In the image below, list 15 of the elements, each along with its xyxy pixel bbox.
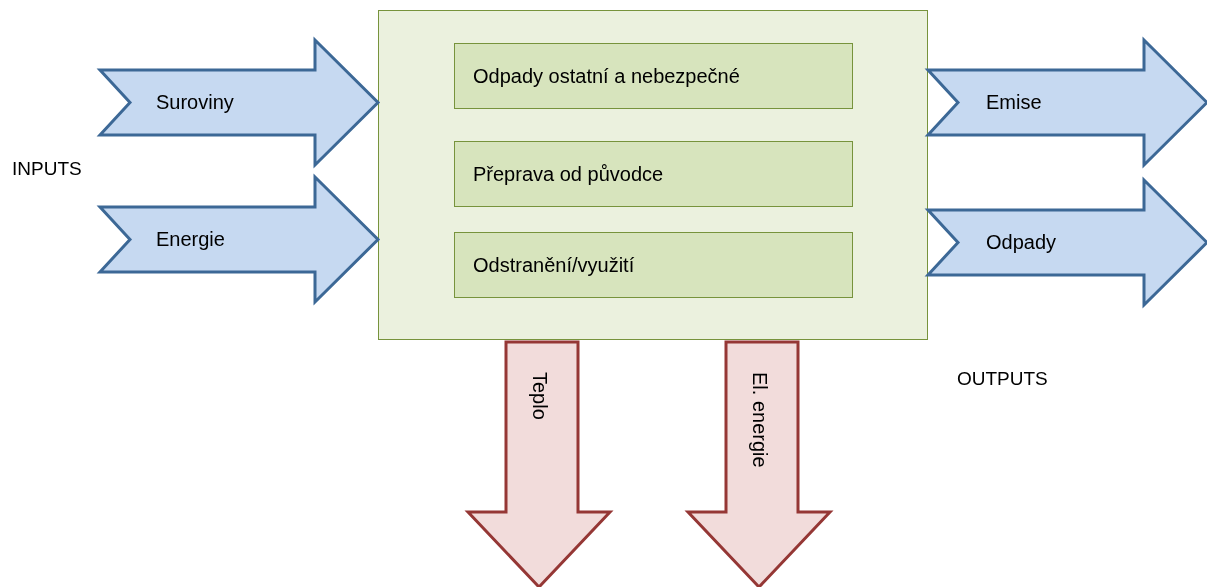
box-label: Odstranění/využití <box>473 253 635 277</box>
process-box <box>454 141 853 207</box>
arrow-label: Energie <box>156 227 225 251</box>
arrow-label: Emise <box>986 90 1042 114</box>
box-label: Přeprava od původce <box>473 162 664 186</box>
side-label: INPUTS <box>12 158 82 180</box>
box-label: Odpady ostatní a nebezpečné <box>473 64 740 88</box>
arrow-label: El. energie <box>748 372 771 468</box>
process-box <box>454 43 853 109</box>
arrow-label: Suroviny <box>156 90 234 114</box>
arrow-label: Odpady <box>986 230 1057 254</box>
container-box <box>378 10 928 340</box>
arrow-label: Teplo <box>528 372 551 420</box>
side-label: OUTPUTS <box>957 368 1048 390</box>
process-box <box>454 232 853 298</box>
